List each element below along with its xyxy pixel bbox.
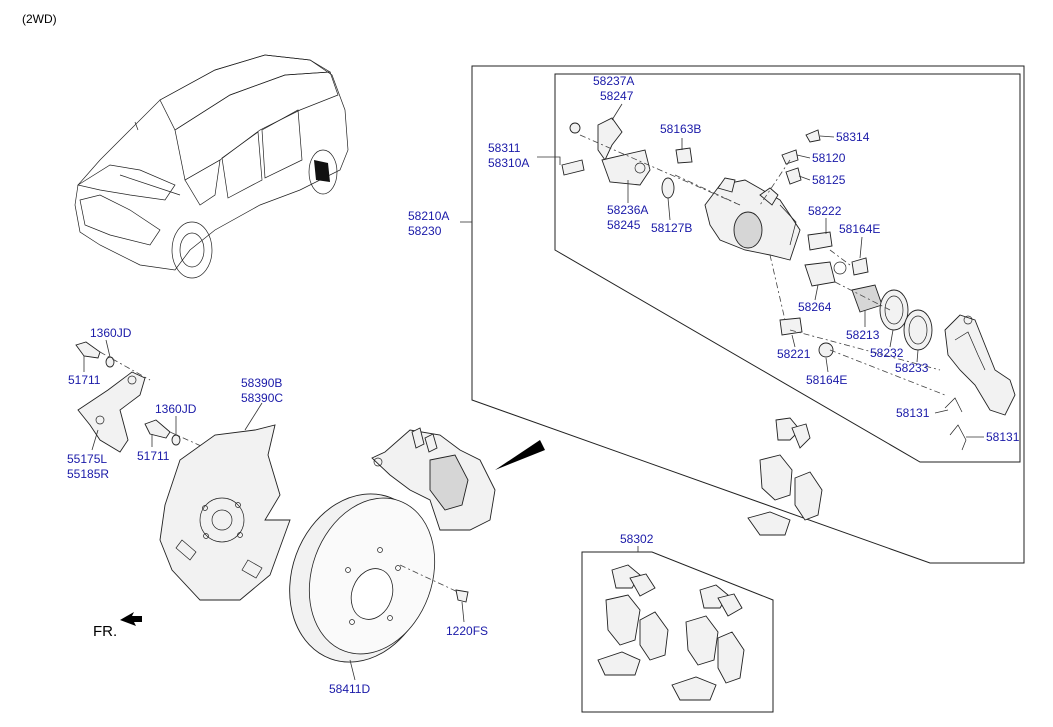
variant-label: (2WD)	[22, 12, 57, 26]
label-1360JD-upper[interactable]: 1360JD	[90, 326, 132, 340]
label-58247[interactable]: 58247	[600, 89, 634, 103]
label-58131-lower[interactable]: 58131	[986, 430, 1020, 444]
label-1360JD-lower[interactable]: 1360JD	[155, 402, 197, 416]
label-58236A[interactable]: 58236A	[607, 203, 648, 217]
caliper-assembly-frame	[471, 65, 1025, 564]
label-55185R[interactable]: 55185R	[67, 467, 109, 481]
label-1220FS[interactable]: 1220FS	[446, 624, 488, 638]
caliper-bracket[interactable]	[944, 314, 1016, 416]
label-58233[interactable]: 58233	[895, 361, 929, 375]
brake-pads-upper	[747, 417, 823, 536]
label-58221[interactable]: 58221	[777, 347, 811, 361]
vehicle-illustration	[74, 54, 349, 279]
label-58302[interactable]: 58302	[620, 532, 654, 546]
part-labels: 58237A 58247 58163B 58314 58311 58310A 5…	[67, 74, 1020, 696]
dust-shield[interactable]	[159, 424, 291, 601]
pad-kit-parts	[597, 564, 745, 701]
brake-disc[interactable]	[267, 474, 456, 682]
caliper-mounted[interactable]	[371, 427, 496, 531]
label-58314[interactable]: 58314	[836, 130, 870, 144]
label-58210A[interactable]: 58210A	[408, 209, 449, 223]
label-58390C[interactable]: 58390C	[241, 391, 283, 405]
label-55175L[interactable]: 55175L	[67, 452, 107, 466]
label-58245[interactable]: 58245	[607, 218, 641, 232]
detail-pointer	[495, 440, 545, 470]
label-51711-upper[interactable]: 51711	[68, 373, 101, 387]
caliper-small-parts	[561, 117, 967, 451]
label-58264[interactable]: 58264	[798, 300, 832, 314]
label-58125[interactable]: 58125	[812, 173, 846, 187]
label-58164E-lower[interactable]: 58164E	[806, 373, 847, 387]
caliper-body[interactable]	[704, 177, 801, 261]
label-58310A[interactable]: 58310A	[488, 156, 529, 170]
label-58163B[interactable]: 58163B	[660, 122, 701, 136]
label-58120[interactable]: 58120	[812, 151, 846, 165]
front-direction-arrow	[120, 612, 142, 626]
pad-kit-frame	[581, 551, 774, 713]
label-58411D[interactable]: 58411D	[329, 682, 370, 696]
alignment-lines-upper	[579, 134, 946, 396]
leader-lines	[83, 103, 984, 681]
bolts-left	[75, 341, 181, 446]
label-58131-upper[interactable]: 58131	[896, 406, 930, 420]
label-58237A[interactable]: 58237A	[593, 74, 634, 88]
disc-screw	[399, 564, 469, 603]
label-58390B[interactable]: 58390B	[241, 376, 282, 390]
lines-left	[99, 351, 211, 451]
label-58213[interactable]: 58213	[846, 328, 880, 342]
label-51711-lower[interactable]: 51711	[137, 449, 170, 463]
label-58164E-upper[interactable]: 58164E	[839, 222, 880, 236]
label-58222[interactable]: 58222	[808, 204, 842, 218]
label-58127B[interactable]: 58127B	[651, 221, 692, 235]
label-58230[interactable]: 58230	[408, 224, 442, 238]
front-direction-label: FR.	[93, 623, 117, 640]
label-58232[interactable]: 58232	[870, 346, 904, 360]
label-58311[interactable]: 58311	[488, 141, 521, 155]
